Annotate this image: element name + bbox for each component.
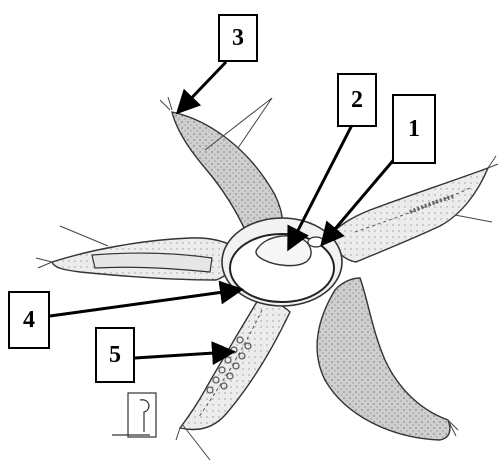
arrow-3 [180,62,226,110]
label-5: 5 [95,327,135,383]
inset-figure [112,393,156,437]
arrow-5 [135,352,230,358]
pyloric-duct [308,237,324,247]
arm-upper-left [172,112,283,235]
label-1: 1 [392,94,436,164]
arrow-4 [50,290,238,316]
label-3: 3 [218,14,258,62]
arm-right [330,168,488,262]
arm-lower-right [317,278,450,440]
label-2: 2 [337,73,377,127]
arm-lower-left [180,300,290,429]
label-4: 4 [8,291,50,349]
